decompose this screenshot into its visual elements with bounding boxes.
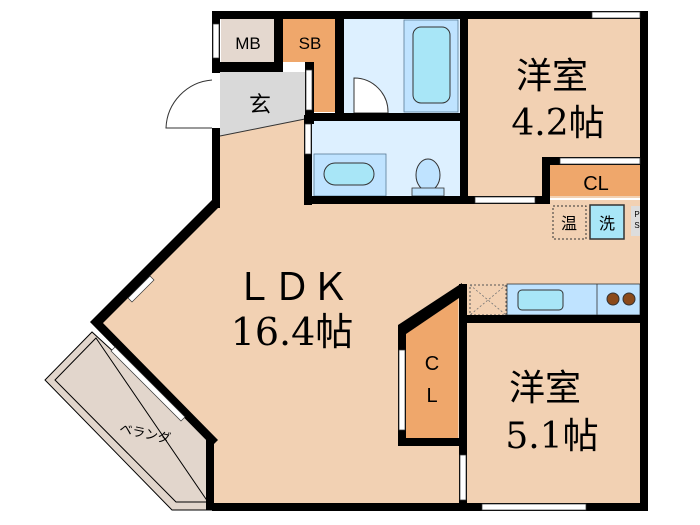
entrance-floor: [220, 72, 305, 136]
western-room-2-size: 5.1帖: [505, 416, 598, 457]
water-heater-label: 温: [561, 215, 577, 233]
closet-1-label: CL: [583, 173, 609, 195]
toilet-tank: [411, 187, 445, 197]
entrance-label: 玄: [249, 92, 271, 117]
ldk-floor: [96, 112, 640, 503]
stove-burner: [622, 292, 636, 306]
washbasin: [323, 162, 375, 186]
western-room-2-name: 洋室: [509, 368, 581, 409]
bathroom-door-swing: [353, 77, 389, 114]
western-room-1-name: 洋室: [516, 56, 588, 97]
washer-label: 洗: [599, 215, 615, 233]
ps-label-p: P: [634, 210, 639, 219]
sb-closet: [283, 19, 335, 112]
closet-2-label-c: C: [425, 353, 439, 375]
water-heater: [552, 205, 587, 240]
mb-closet: [221, 19, 274, 62]
entrance-step: [219, 118, 306, 137]
ps-label-s: S: [634, 221, 639, 230]
toilet: [415, 158, 441, 192]
stove-burner: [606, 292, 620, 306]
balcony-railing: [54, 337, 209, 503]
closet-2: [406, 293, 458, 440]
windows: [110, 11, 641, 511]
mb-label: MB: [235, 34, 261, 53]
ldk-name: ＬＤＫ: [235, 265, 349, 309]
bathtub-basin: [412, 26, 451, 104]
closet-1: [550, 165, 640, 196]
washer-space: [589, 204, 625, 240]
closet-2-label-l: L: [426, 385, 437, 407]
kitchen-sink: [517, 289, 564, 311]
western-room-1-size: 4.2帖: [511, 103, 604, 144]
entry-door-swing: [165, 79, 213, 129]
fridge-space: [469, 284, 507, 316]
ldk-size: 16.4帖: [231, 310, 354, 354]
sb-label: SB: [299, 34, 322, 53]
